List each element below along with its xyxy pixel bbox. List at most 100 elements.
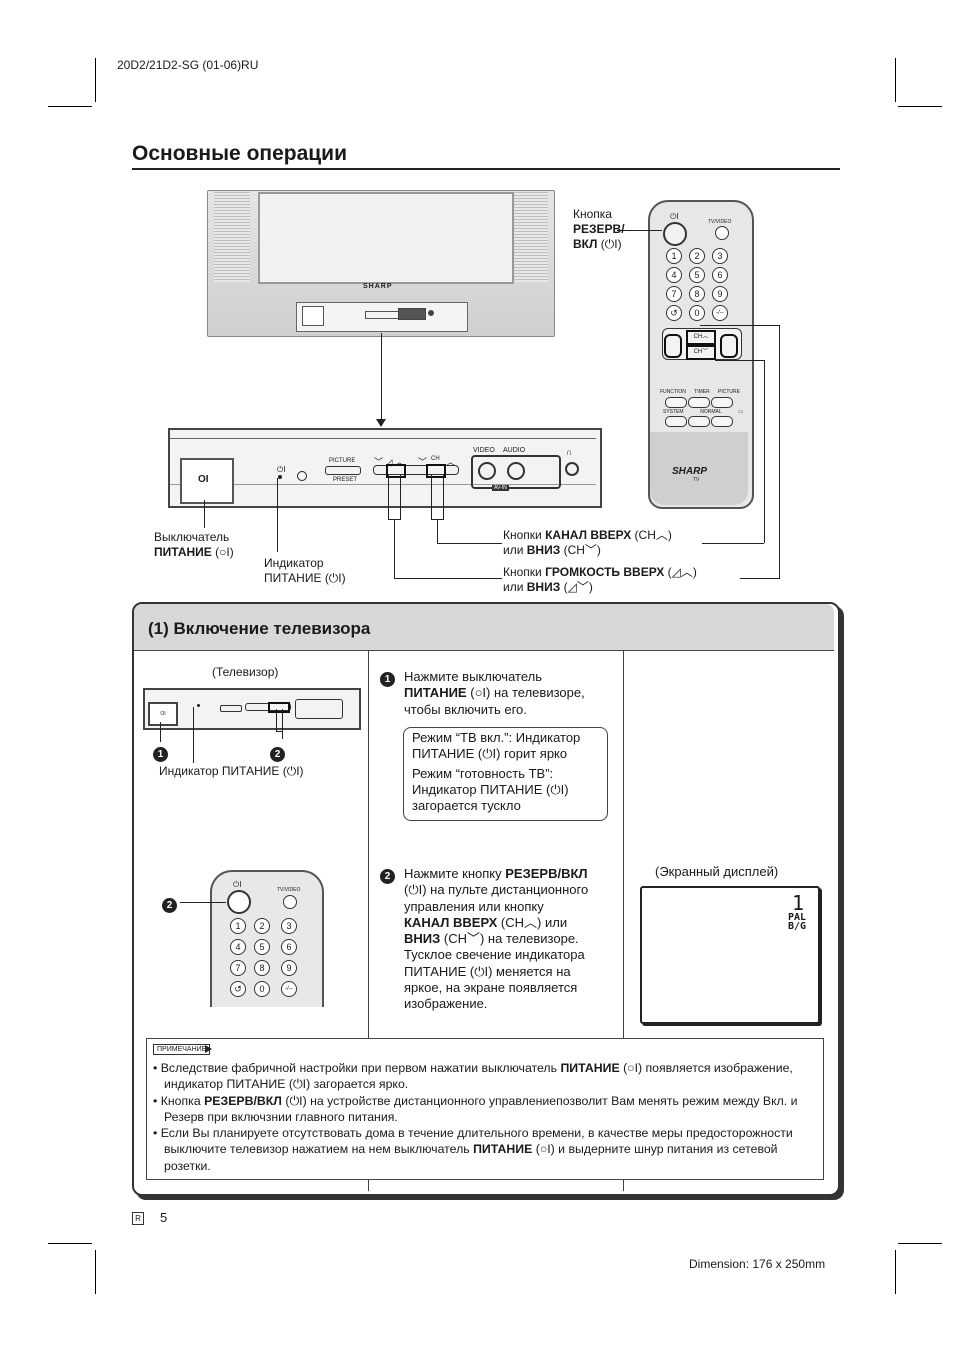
headphone-jack [565, 462, 579, 476]
mini-power-switch: OI [148, 702, 178, 726]
step-2-l5a: ВНИЗ [404, 931, 441, 947]
remote-key: 3 [712, 248, 728, 264]
callout-ch-or: или [503, 543, 524, 557]
mode-note-text: Режим “ТВ вкл.”: Индикатор ПИТАНИЕ (⏻I) … [412, 730, 608, 814]
marker-remote-step-2-num: 2 [162, 898, 177, 913]
remote-key: 9 [712, 286, 728, 302]
screen-label: ▭ [738, 409, 743, 415]
remote-picture-button [711, 397, 733, 408]
remote-key: 4 [666, 267, 682, 283]
step-1-line-1: Нажмите выключатель [404, 669, 542, 684]
step-2-l4b: (CH︿) или [500, 914, 568, 930]
note-bullet-3: • Если Вы планируете отсутствовать дома … [153, 1125, 817, 1174]
remote-key: 6 [712, 267, 728, 283]
tv-power-switch [302, 306, 324, 326]
note-b2a: • Кнопка [153, 1093, 201, 1108]
remote-sensor [297, 471, 307, 481]
mini-control-panel [143, 688, 361, 730]
callout-vol-pre: Кнопки [503, 565, 542, 579]
marker-remote-step-2: 2 [162, 895, 177, 913]
function-label: FUNCTION [660, 389, 686, 395]
note-tag: ПРИМЕЧАНИЕ [153, 1044, 211, 1055]
remote-key: 5 [689, 267, 705, 283]
remote-ch-down: CH﹀ [686, 345, 716, 360]
volume-symbols: ﹀ ◿ ︿ [374, 457, 404, 467]
av-input-block [471, 455, 561, 489]
mini-remote-key: 6 [281, 939, 297, 955]
step-2-l8: яркое, на экране появляется [404, 980, 578, 996]
note-box [146, 1038, 824, 1180]
vol-ch-buttons [373, 465, 459, 475]
note-b3a: • Если Вы планируете отсутствовать дома … [153, 1126, 793, 1157]
mode-note-1: Режим “ТВ вкл.”: Индикатор [412, 730, 581, 745]
remote-system-button [665, 416, 687, 427]
note-b3b: ПИТАНИЕ [473, 1142, 533, 1157]
remote-key: 1 [666, 248, 682, 264]
video-jack [478, 462, 496, 480]
remote-brand-sub: TV [693, 477, 700, 483]
column-divider [368, 651, 369, 1191]
note-b2b: РЕЗЕРВ/ВКЛ [204, 1093, 282, 1108]
marker-step-2: 2 [270, 744, 285, 762]
callout-indicator-l1: Индикатор [264, 556, 324, 570]
mode-note-3: Режим “готовность ТВ”: [412, 765, 554, 781]
osd-system-1: PAL [788, 912, 807, 923]
step-1-bold: ПИТАНИЕ [404, 685, 467, 701]
callout-power-sym: (○I) [215, 545, 234, 559]
remote-key: 7 [666, 286, 682, 302]
osd-caption: (Экранный дисплей) [655, 864, 779, 879]
remote-standby-button [663, 222, 687, 246]
crop-mark [95, 58, 96, 102]
remote-bottom [650, 432, 748, 505]
ch-up-icon: ︿ [446, 457, 456, 467]
mini-remote-key: ↺ [230, 981, 246, 997]
callout-vol-or: или [503, 580, 524, 594]
mode-note-bubble [403, 727, 608, 821]
marker-step-1: 1 [153, 744, 168, 762]
power-indicator-symbol: ⏻I [277, 465, 286, 474]
mode-note-5: загорается тускло [412, 798, 521, 814]
remote-key: 2 [689, 248, 705, 264]
arrow-down-icon [376, 419, 386, 427]
crop-mark [48, 1243, 92, 1244]
mini-remote-key: 1 [230, 918, 246, 934]
timer-label: TIMER [694, 389, 710, 395]
mini-remote-standby [227, 890, 251, 914]
onscreen-display [640, 886, 820, 1024]
callout-standby-sym: (⏻I) [600, 237, 622, 251]
callout-power-switch: Выключатель ПИТАНИЕ (○I) [154, 530, 234, 560]
picture-button [325, 466, 361, 475]
indicator-caption: Индикатор ПИТАНИЕ (⏻I) [159, 764, 304, 778]
callout-indicator-l2: ПИТАНИЕ (⏻I) [264, 571, 346, 585]
step-2-marker: 2 [380, 869, 395, 884]
picture-label: PICTURE [329, 458, 356, 464]
remote-tvvideo-button [715, 226, 729, 240]
remote-key: 8 [689, 286, 705, 302]
lang-mark: R [132, 1212, 144, 1225]
tv-caption: (Телевизор) [212, 665, 279, 679]
step-2-l1a: Нажмите кнопку [404, 866, 502, 881]
callout-ch-bold: КАНАЛ ВВЕРХ [545, 528, 632, 542]
tv-av-jacks [398, 308, 426, 320]
section-title: (1) Включение телевизора [148, 619, 371, 638]
note-b1c: (○I) появляется изображение, индикатор П… [164, 1061, 793, 1092]
step-1-line-3: чтобы включить его. [404, 701, 527, 717]
control-panel-closeup [168, 428, 602, 508]
ch-down-label: CH [693, 349, 703, 355]
crop-mark [898, 106, 942, 107]
callout-volume: Кнопки ГРОМКОСТЬ ВВЕРХ (◿︿) или ВНИЗ (◿﹀… [503, 565, 697, 595]
mini-tvvideo-button [283, 895, 297, 909]
audio-label: AUDIO [503, 447, 526, 454]
callout-vol-sym2: (◿﹀) [563, 580, 593, 594]
note-b3c: (○I) и выдерните шнур питания из сетевой… [164, 1142, 778, 1173]
normal-label: NORMAL [700, 409, 722, 415]
audio-jack [507, 462, 525, 480]
callout-vol-bold: ГРОМКОСТЬ ВВЕРХ [545, 565, 665, 579]
marker-step-2-num: 2 [270, 747, 285, 762]
callout-ch-sym2: (CH﹀) [563, 543, 601, 557]
mini-ch-buttons [268, 702, 290, 713]
callout-vol-bold2: ВНИЗ [526, 580, 561, 594]
step-2-l5b: (CH﹀) на телевизоре. [443, 931, 579, 947]
step-2-l6: Тусклое свечение индикатора [404, 947, 585, 963]
mini-remote-key: 9 [281, 960, 297, 976]
